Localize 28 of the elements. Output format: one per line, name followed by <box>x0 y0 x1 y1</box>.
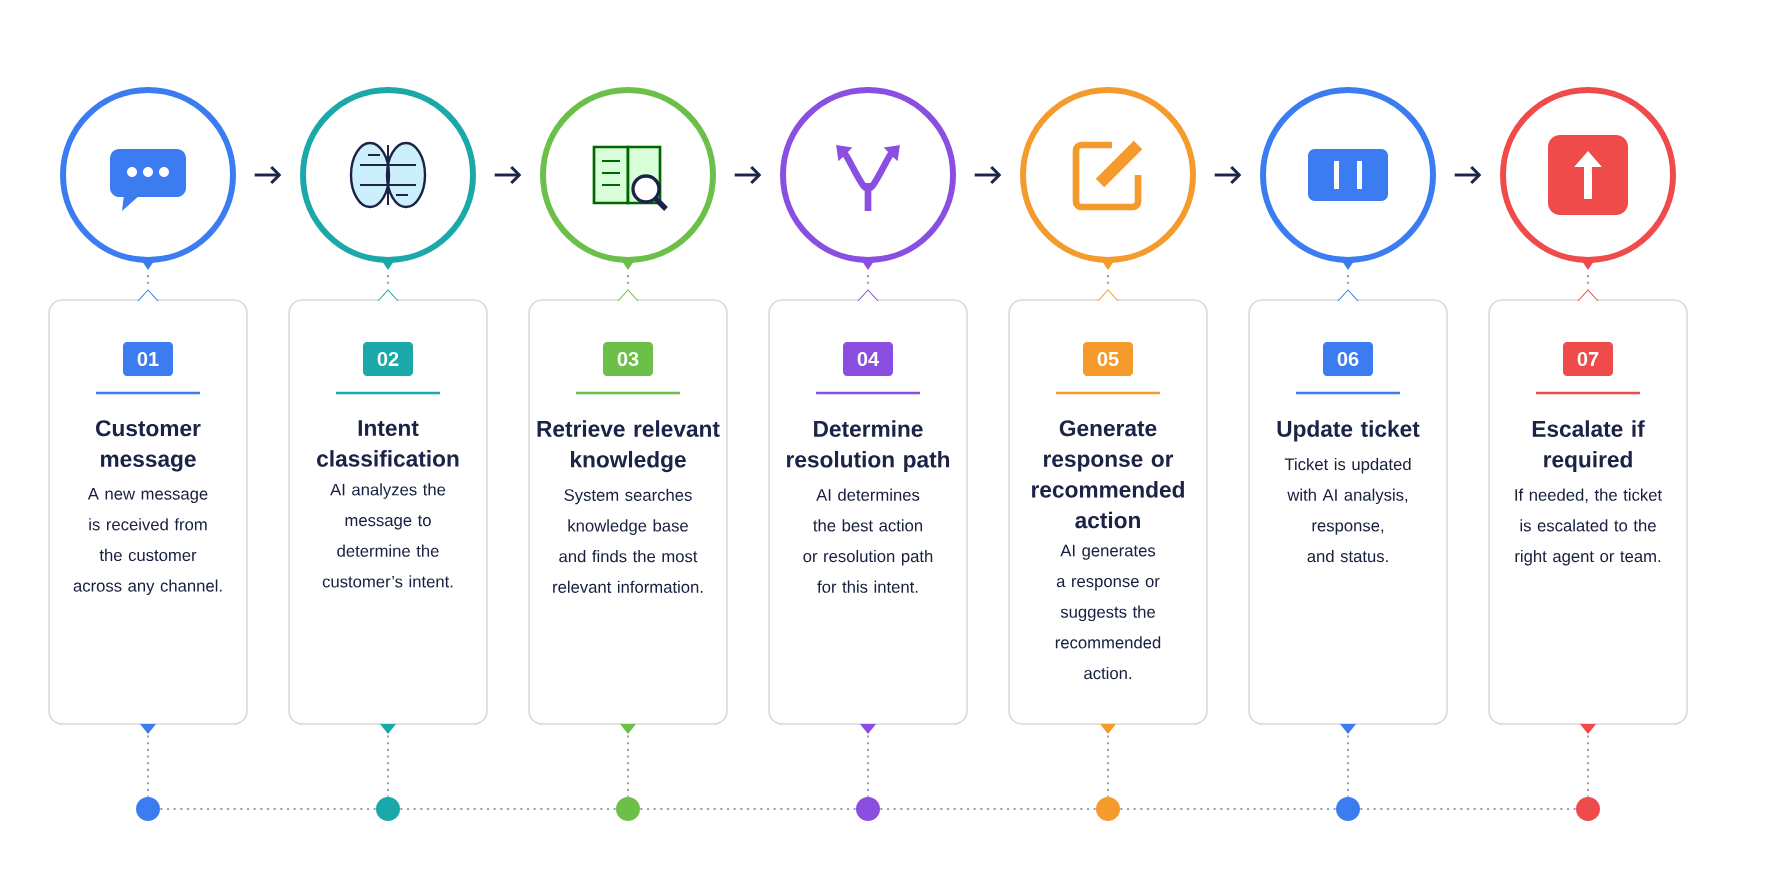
connector-line <box>1360 807 1576 811</box>
connector-line <box>160 807 376 811</box>
timeline-dot <box>856 797 880 821</box>
arrow <box>254 165 282 185</box>
arrow <box>974 165 1002 185</box>
icon-circle <box>780 87 956 270</box>
connector-line <box>640 807 856 811</box>
connector-line <box>1346 735 1350 797</box>
arrow <box>1214 165 1242 185</box>
connector-line <box>880 807 1096 811</box>
timeline-dot <box>376 797 400 821</box>
connector-line <box>386 735 390 797</box>
timeline-dot <box>616 797 640 821</box>
connector-line <box>400 807 616 811</box>
arrow <box>1454 165 1482 185</box>
arrow <box>734 165 762 185</box>
connector-line <box>866 735 870 797</box>
connector-line <box>1120 807 1336 811</box>
timeline-dot <box>1576 797 1600 821</box>
connector-line <box>1586 735 1590 797</box>
connector-line <box>1106 735 1110 797</box>
icon-circle <box>1020 87 1196 270</box>
timeline-dot <box>136 797 160 821</box>
connector-line <box>146 735 150 797</box>
timeline-dot <box>1096 797 1120 821</box>
arrow <box>494 165 522 185</box>
timeline-dot <box>1336 797 1360 821</box>
connector-line <box>626 735 630 797</box>
